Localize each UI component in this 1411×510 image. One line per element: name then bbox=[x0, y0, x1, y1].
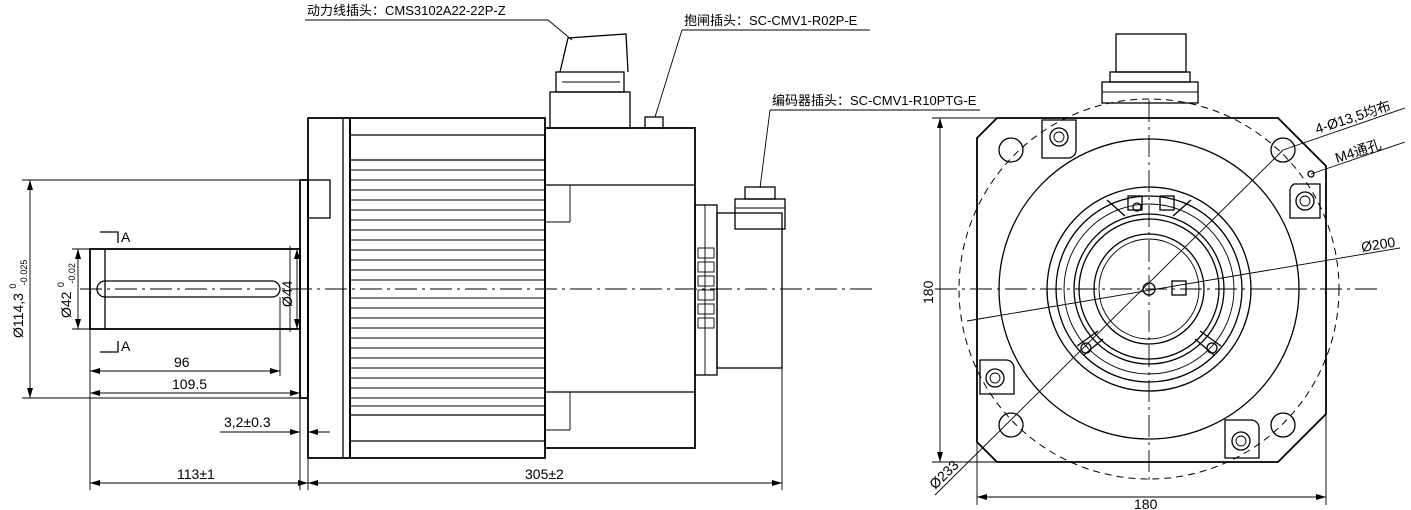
hub-inner bbox=[1098, 238, 1200, 340]
shaft-extension-label: 113±1 bbox=[177, 466, 215, 482]
brake-connector-label: 抱闸插头：SC-CMV1-R02P-E bbox=[684, 13, 858, 28]
dim-body-length bbox=[307, 368, 783, 490]
rear-housing bbox=[544, 127, 696, 449]
dim-keyway-length bbox=[90, 297, 281, 376]
height-label: 180 bbox=[920, 280, 936, 304]
dim-step-diameter bbox=[294, 249, 300, 329]
section-label-top: A bbox=[121, 229, 131, 245]
power-connector-label: 动力线插头：CMS3102A22-22P-Z bbox=[307, 3, 506, 18]
step-diameter-label: Ø44 bbox=[279, 280, 295, 307]
pitch-circle-leader bbox=[966, 247, 1401, 322]
leader-lines bbox=[305, 19, 980, 189]
boss-ring bbox=[1046, 186, 1252, 392]
flange bbox=[299, 117, 351, 459]
threaded-holes bbox=[979, 119, 1321, 459]
section-marks bbox=[100, 231, 119, 353]
inner-ring-2 bbox=[1063, 203, 1235, 375]
outer-circle bbox=[958, 98, 1340, 480]
dim-shaft-extension bbox=[90, 480, 308, 486]
encoder-connector bbox=[734, 186, 786, 230]
dim-shaft-diameter bbox=[72, 248, 90, 330]
dim-flange-step bbox=[220, 398, 330, 440]
outer-circle-leader bbox=[934, 149, 1284, 496]
shaft-length-label: 109.5 bbox=[172, 376, 207, 392]
inner-ring-3 bbox=[1073, 213, 1225, 365]
dim-width bbox=[976, 414, 1327, 505]
width-label: 180 bbox=[1134, 496, 1158, 510]
hub bbox=[1093, 233, 1205, 345]
body-length-label: 305±2 bbox=[525, 466, 564, 482]
pitch-circle-label: Ø200 bbox=[1360, 234, 1397, 255]
keyway-length-label: 96 bbox=[174, 354, 190, 370]
holes-leader bbox=[1282, 107, 1406, 151]
dim-flange-diameter bbox=[22, 179, 300, 399]
encoder-cover bbox=[694, 204, 783, 376]
threaded-label: M4通孔 bbox=[1333, 136, 1383, 166]
flange-step-label: 3,2±0.3 bbox=[224, 414, 271, 430]
threaded-leader bbox=[1310, 141, 1406, 175]
dim-height bbox=[932, 117, 997, 463]
front-view: 180 180 Ø200 Ø233 4-Ø13,5均布 M4通孔 bbox=[920, 33, 1406, 510]
side-view: 动力线插头：CMS3102A22-22P-Z 抱闸插头：SC-CMV1-R02P… bbox=[3, 3, 980, 490]
boss-outer bbox=[998, 138, 1300, 440]
power-connector bbox=[549, 33, 631, 129]
flange-diameter-label: Ø114,3 0 -0.025 bbox=[3, 260, 29, 338]
ribs bbox=[1076, 195, 1222, 356]
brake-connector bbox=[644, 116, 664, 129]
front-connector bbox=[1101, 33, 1199, 104]
dim-shaft-length bbox=[89, 329, 301, 490]
motor-body bbox=[349, 117, 546, 459]
mounting-holes bbox=[998, 137, 1296, 438]
encoder-connector-label: 编码器插头：SC-CMV1-R10PTG-E bbox=[772, 93, 977, 108]
square-flange bbox=[976, 117, 1327, 463]
holes-label: 4-Ø13,5均布 bbox=[1313, 97, 1393, 137]
inner-ring-4 bbox=[1078, 218, 1220, 360]
shaft-diameter-label: Ø42 0 -0.02 bbox=[51, 263, 77, 318]
section-label-bottom: A bbox=[121, 338, 131, 354]
shaft-key bbox=[1171, 280, 1187, 296]
inner-ring-1 bbox=[1055, 195, 1243, 383]
